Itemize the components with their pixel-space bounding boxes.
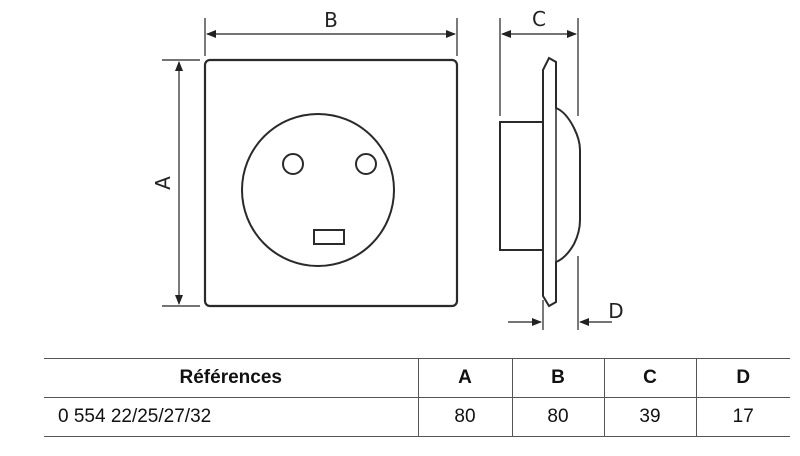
pin-hole-left	[282, 153, 304, 175]
header-references: Références	[44, 358, 418, 398]
technical-drawing: B A C D	[151, 7, 624, 330]
cell-d: 17	[695, 397, 790, 437]
cell-reference: 0 554 22/25/27/32	[44, 397, 418, 437]
table-row: 0 554 22/25/27/32 80 80 39 17	[44, 397, 790, 437]
header-d: D	[695, 358, 790, 398]
cell-b: 80	[511, 397, 604, 437]
references-table: Références A B C D 0 554 22/25/27/32 80 …	[44, 358, 790, 437]
pin-hole-right	[355, 153, 377, 175]
header-a: A	[417, 358, 512, 398]
dimension-d-label: D	[608, 299, 623, 323]
header-b: B	[511, 358, 604, 398]
dimension-a: A	[151, 59, 200, 307]
cell-a: 80	[417, 397, 512, 437]
side-view	[499, 56, 581, 308]
side-plate-profile	[542, 56, 581, 308]
earth-slot	[313, 229, 345, 245]
dimension-d: D	[508, 256, 624, 330]
front-view	[203, 58, 459, 308]
table-header-row: Références A B C D	[44, 358, 790, 398]
socket-plate-outline	[203, 58, 459, 308]
socket-face-circle	[241, 113, 395, 267]
dimension-a-label: A	[151, 176, 175, 190]
dimension-b: B	[204, 8, 458, 56]
header-c: C	[603, 358, 696, 398]
dimension-b-label: B	[324, 8, 338, 32]
side-body	[499, 121, 544, 251]
cell-c: 39	[603, 397, 696, 437]
dimension-c: C	[499, 7, 579, 116]
dimension-c-label: C	[532, 7, 546, 31]
